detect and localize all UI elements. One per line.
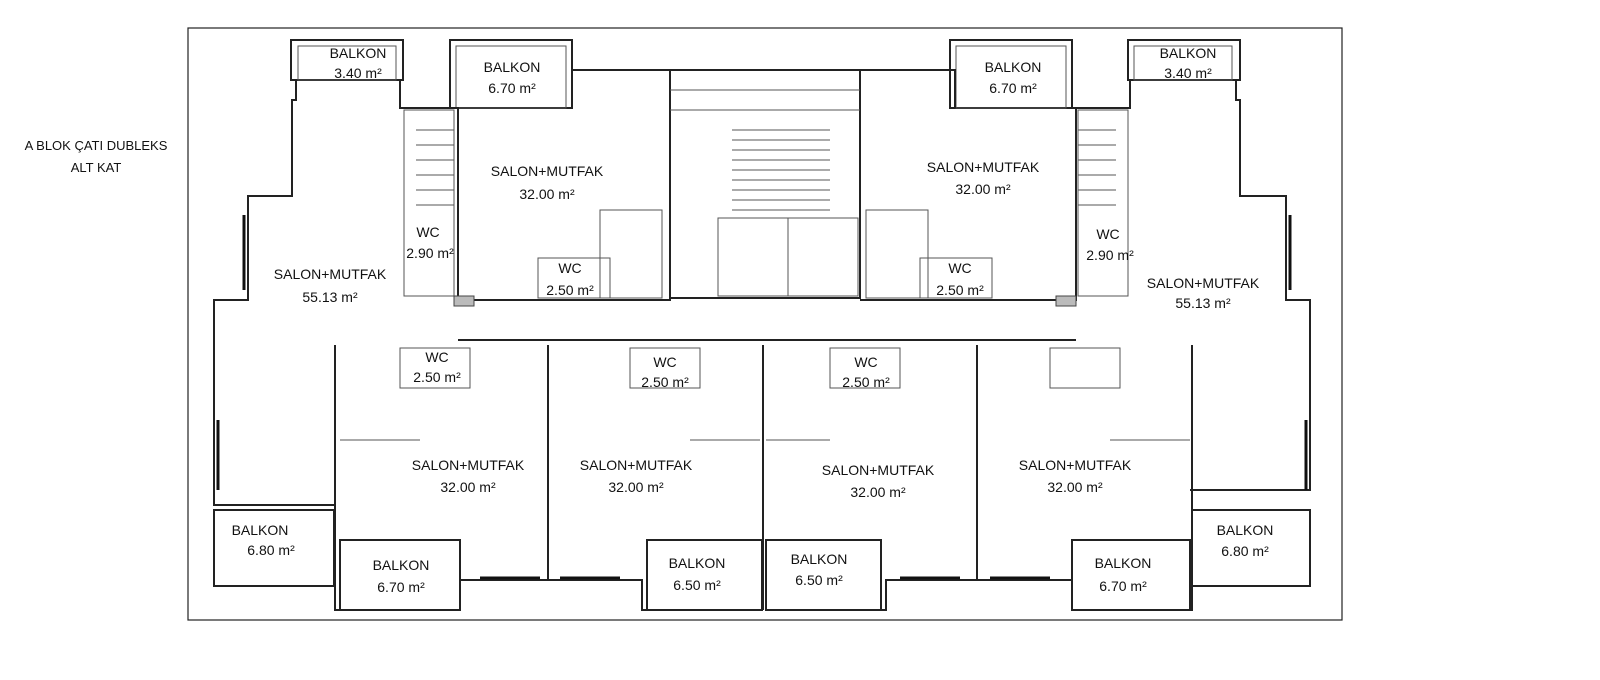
room-area: 6.70 m² <box>989 80 1037 96</box>
room-area: 6.70 m² <box>488 80 536 96</box>
room-area: 3.40 m² <box>1164 65 1212 81</box>
room-name: WC <box>948 260 971 276</box>
room-name: BALKON <box>1095 555 1152 571</box>
room-area: 6.50 m² <box>795 572 843 588</box>
room-area: 2.50 m² <box>546 282 594 298</box>
room-area: 6.70 m² <box>1099 578 1147 594</box>
room-area: 3.40 m² <box>334 65 382 81</box>
room-area: 6.70 m² <box>377 579 425 595</box>
room-name: WC <box>653 354 676 370</box>
room-name: SALON+MUTFAK <box>274 266 387 282</box>
room-name: SALON+MUTFAK <box>1147 275 1260 291</box>
plan-subtitle: ALT KAT <box>71 160 122 175</box>
room-area: 6.80 m² <box>247 542 295 558</box>
room-name: BALKON <box>330 45 387 61</box>
room-name: SALON+MUTFAK <box>412 457 525 473</box>
room-area: 32.00 m² <box>440 479 496 495</box>
room-name: BALKON <box>669 555 726 571</box>
room-name: WC <box>854 354 877 370</box>
room-area: 55.13 m² <box>1175 295 1231 311</box>
room-name: SALON+MUTFAK <box>580 457 693 473</box>
room-area: 32.00 m² <box>1047 479 1103 495</box>
room-name: BALKON <box>232 522 289 538</box>
room-area: 2.50 m² <box>842 374 890 390</box>
room-name: WC <box>1096 226 1119 242</box>
room-area: 32.00 m² <box>850 484 906 500</box>
room-area: 32.00 m² <box>608 479 664 495</box>
room-name: WC <box>416 224 439 240</box>
room-name: SALON+MUTFAK <box>927 159 1040 175</box>
room-area: 2.90 m² <box>1086 247 1134 263</box>
title-block: A BLOK ÇATI DUBLEKS ALT KAT <box>25 138 168 175</box>
drawing-frame <box>187 27 1343 621</box>
room-area: 6.50 m² <box>673 577 721 593</box>
room-name: BALKON <box>373 557 430 573</box>
room-labels: BALKON 3.40 m² BALKON 6.70 m² BALKON 6.7… <box>232 45 1274 595</box>
room-area: 6.80 m² <box>1221 543 1269 559</box>
room-name: SALON+MUTFAK <box>1019 457 1132 473</box>
room-name: BALKON <box>484 59 541 75</box>
room-area: 2.50 m² <box>413 369 461 385</box>
room-name: BALKON <box>791 551 848 567</box>
room-area: 32.00 m² <box>955 181 1011 197</box>
room-name: BALKON <box>1160 45 1217 61</box>
room-name: WC <box>558 260 581 276</box>
room-name: BALKON <box>1217 522 1274 538</box>
room-area: 32.00 m² <box>519 186 575 202</box>
room-area: 2.50 m² <box>641 374 689 390</box>
room-name: BALKON <box>985 59 1042 75</box>
room-name: SALON+MUTFAK <box>491 163 604 179</box>
walls <box>213 39 1311 611</box>
plan-title: A BLOK ÇATI DUBLEKS <box>25 138 168 153</box>
room-name: SALON+MUTFAK <box>822 462 935 478</box>
room-name: WC <box>425 349 448 365</box>
room-area: 2.90 m² <box>406 245 454 261</box>
room-area: 55.13 m² <box>302 289 358 305</box>
room-area: 2.50 m² <box>936 282 984 298</box>
